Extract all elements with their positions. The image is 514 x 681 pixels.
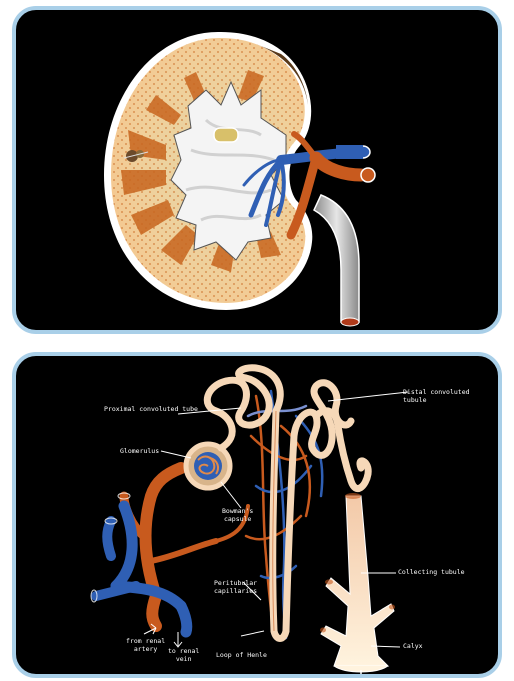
kidney-illustration [16, 10, 498, 330]
label-to-renal-vein: to renal vein [168, 648, 199, 663]
label-peritubular-capillaries: Peritubular capillaries [214, 580, 257, 595]
label-proximal-convoluted-tubule: Proximal convoluted tube [104, 406, 198, 414]
label-collecting-tubule: Collecting tubule [398, 569, 465, 577]
ureter [314, 195, 359, 322]
renal-artery-branch [124, 466, 248, 626]
label-distal-convoluted-tubule: Distal convoluted tubule [403, 389, 470, 404]
label-glomerulus: Glomerulus [120, 448, 159, 456]
label-from-renal-artery: from renal artery [126, 638, 165, 653]
label-calyx: Calyx [403, 643, 423, 651]
nephron-panel: Proximal convoluted tube Distal convolut… [12, 352, 502, 678]
ureter-opening [341, 318, 359, 326]
label-loop-of-henle: Loop of Henle [216, 652, 267, 660]
label-bowmans-capsule: Bowman's capsule [222, 508, 253, 523]
label-distal-line: Distal convoluted tubule [403, 388, 470, 404]
kidney-panel [12, 6, 502, 334]
